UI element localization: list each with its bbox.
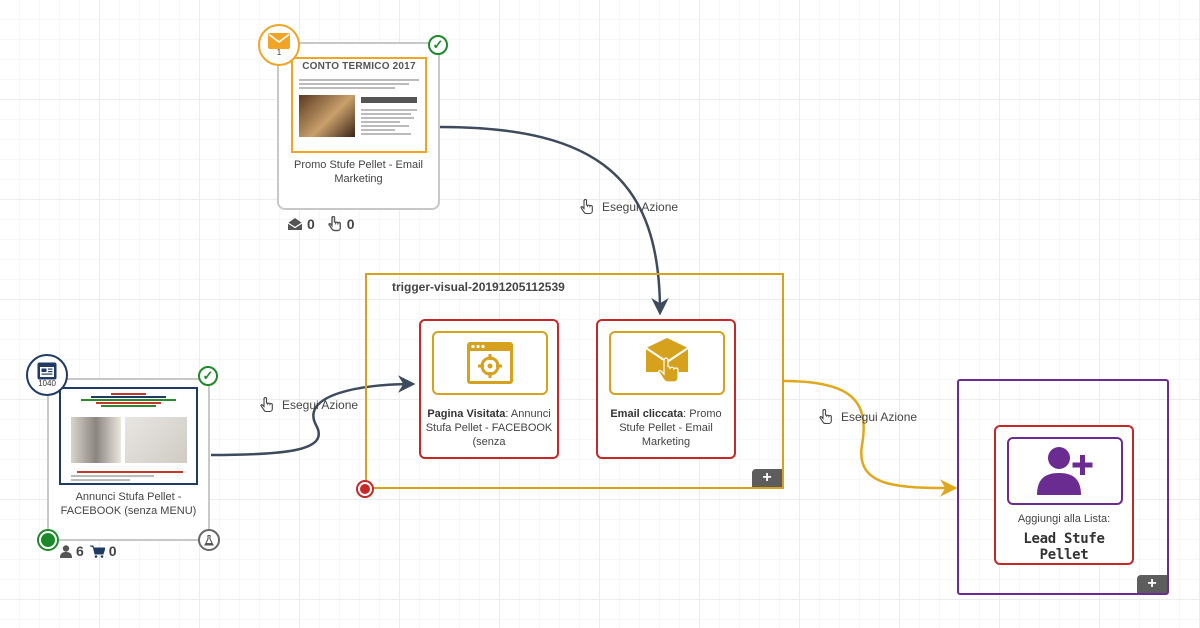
connector-trigger-to-action	[783, 379, 958, 497]
email-preview-thumbnail[interactable]: CONTO TERMICO 2017	[291, 57, 427, 153]
action-icon-box	[1007, 437, 1123, 505]
hand-pointer-icon	[819, 409, 832, 425]
trigger-group[interactable]: trigger-visual-20191205112539 Pagina Vis…	[365, 273, 784, 489]
edge-label-trigger-action[interactable]: Esegui Azione	[819, 409, 917, 425]
email-preview-title: CONTO TERMICO 2017	[302, 61, 416, 72]
email-badge-count: 1	[276, 48, 282, 57]
landing-node-stats: 6 0	[60, 543, 117, 559]
trigger-text: Pagina Visitata: Annunci Stufa Pellet - …	[425, 408, 553, 448]
cart-icon	[89, 545, 105, 558]
action-list-name: Lead Stufe Pellet	[1023, 531, 1105, 563]
flask-icon[interactable]	[198, 529, 220, 551]
email-opens-count: 0	[307, 216, 315, 232]
trigger-detail: Annunci Stufa Pellet - FACEBOOK (senza	[425, 408, 553, 448]
landing-preview-image-2	[125, 417, 187, 463]
edge-label-text: Esegui Azione	[282, 398, 359, 412]
crosshair-browser-icon	[467, 342, 513, 384]
edge-label-email-trigger[interactable]: Esegui Azione	[580, 199, 678, 215]
landing-preview-image	[71, 417, 121, 463]
trigger-icon-box	[609, 331, 725, 395]
start-node-indicator[interactable]	[37, 529, 59, 551]
trigger-icon-box	[432, 331, 548, 395]
email-click-icon	[645, 338, 689, 383]
trigger-type-label: Email cliccata	[610, 408, 684, 420]
trigger-card-email-clicked[interactable]: Email cliccata: Promo Stufe Pellet - Ema…	[596, 319, 736, 459]
landing-page-node[interactable]: Annunci Stufa Pellet - FACEBOOK (senza M…	[47, 378, 210, 541]
email-node-badge[interactable]: 1	[258, 24, 300, 66]
landing-badge-count: 1040	[38, 379, 56, 388]
trigger-card-page-visited[interactable]: Pagina Visitata: Annunci Stufa Pellet - …	[419, 319, 559, 459]
email-preview-body	[361, 107, 417, 137]
envelope-open-icon	[287, 218, 303, 230]
action-caption: Aggiungi alla Lista:	[1017, 513, 1111, 525]
trigger-type-label: Pagina Visitata	[427, 408, 506, 420]
email-preview-banner	[361, 97, 417, 103]
add-trigger-button[interactable]: +	[752, 469, 782, 487]
edge-label-text: Esegui Azione	[602, 200, 679, 214]
hand-pointer-icon	[260, 397, 273, 413]
hand-pointer-icon	[580, 199, 593, 215]
email-clicks-count: 0	[346, 216, 355, 232]
landing-orders-count: 0	[108, 543, 117, 559]
envelope-icon	[268, 33, 290, 49]
hand-pointer-icon	[328, 216, 341, 232]
landing-node-badge[interactable]: 1040	[26, 354, 68, 396]
trigger-group-title: trigger-visual-20191205112539	[392, 280, 565, 294]
trigger-end-indicator[interactable]	[356, 480, 374, 498]
email-node-label: Promo Stufe Pellet - Email Marketing	[294, 159, 423, 185]
email-node-stats: 0 0	[287, 216, 355, 232]
email-preview-image	[299, 95, 355, 137]
check-icon: ✓	[428, 35, 448, 55]
landing-preview-thumbnail[interactable]	[59, 387, 198, 485]
action-group[interactable]: Aggiungi alla Lista: Lead Stufe Pellet +	[957, 379, 1169, 595]
edge-label-landing-trigger[interactable]: Esegui Azione	[260, 397, 358, 413]
landing-node-label: Annunci Stufa Pellet - FACEBOOK (senza M…	[60, 491, 197, 517]
email-preview-text	[299, 77, 419, 91]
check-icon: ✓	[198, 366, 218, 386]
trigger-text: Email cliccata: Promo Stufe Pellet - Ema…	[610, 408, 722, 448]
add-action-button[interactable]: +	[1137, 575, 1167, 593]
trigger-detail: Promo Stufe Pellet - Email Marketing	[619, 408, 722, 448]
landing-page-icon	[37, 362, 57, 380]
add-user-icon	[1037, 447, 1093, 495]
edge-label-text: Esegui Azione	[841, 410, 918, 424]
user-icon	[60, 544, 72, 558]
action-card-add-to-list[interactable]: Aggiungi alla Lista: Lead Stufe Pellet	[994, 425, 1134, 565]
email-node[interactable]: CONTO TERMICO 2017 Promo Stufe Pellet - …	[277, 42, 440, 210]
landing-visitors-count: 6	[76, 543, 84, 559]
